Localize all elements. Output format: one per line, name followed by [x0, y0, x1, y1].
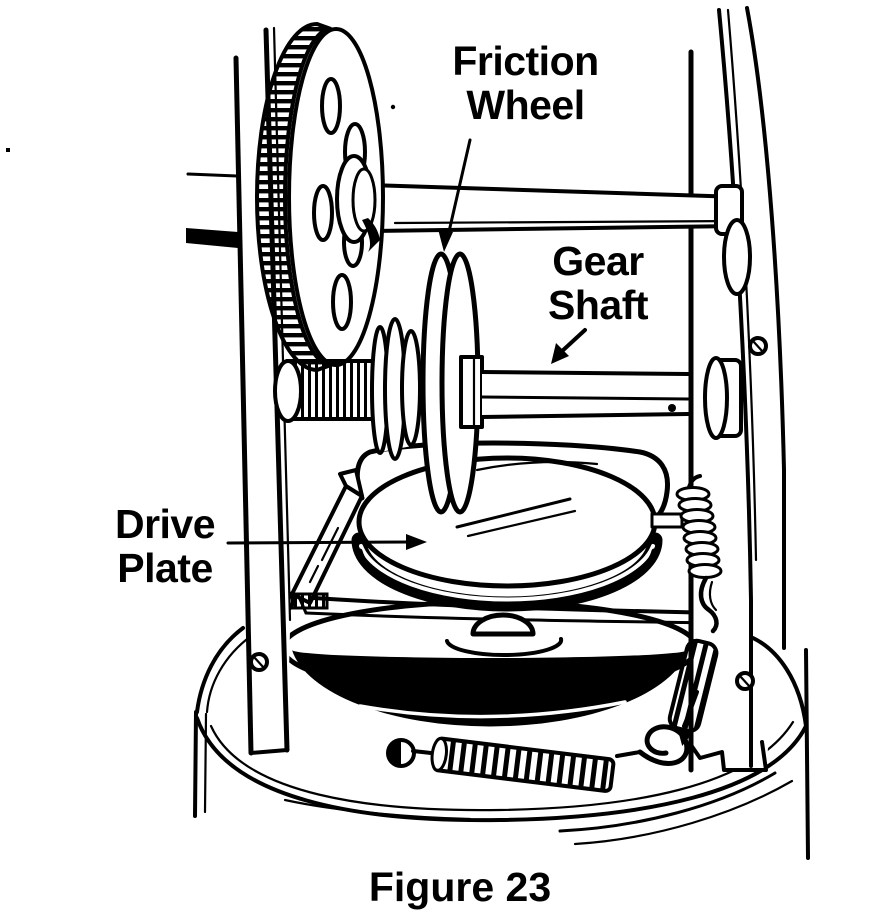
callout-arrows	[226, 138, 587, 550]
drive-plate	[351, 455, 663, 612]
plate-hub	[445, 612, 564, 658]
gear-shaft-arrow	[551, 328, 587, 364]
friction-wheel-leader	[438, 138, 472, 252]
gear-shaft-label: Gear Shaft	[548, 238, 649, 328]
friction-wheel	[420, 251, 481, 515]
gear-shaft	[480, 370, 690, 419]
upper-shaft	[366, 183, 752, 296]
right-spring	[650, 474, 723, 747]
drive-plate-arrow	[226, 534, 427, 550]
friction-wheel-label: Friction Wheel	[452, 38, 599, 128]
base-pan	[193, 626, 810, 860]
swing-bracket	[354, 440, 671, 524]
figure-caption: Figure 23	[368, 864, 552, 910]
gear-wheel	[254, 21, 385, 373]
base-pan-right-edge	[751, 636, 808, 728]
bottom-spring	[386, 690, 699, 793]
gear-shaft-assembly	[273, 251, 743, 515]
paper-specks	[6, 104, 396, 152]
drive-plate-label: Drive Plate	[114, 501, 216, 591]
